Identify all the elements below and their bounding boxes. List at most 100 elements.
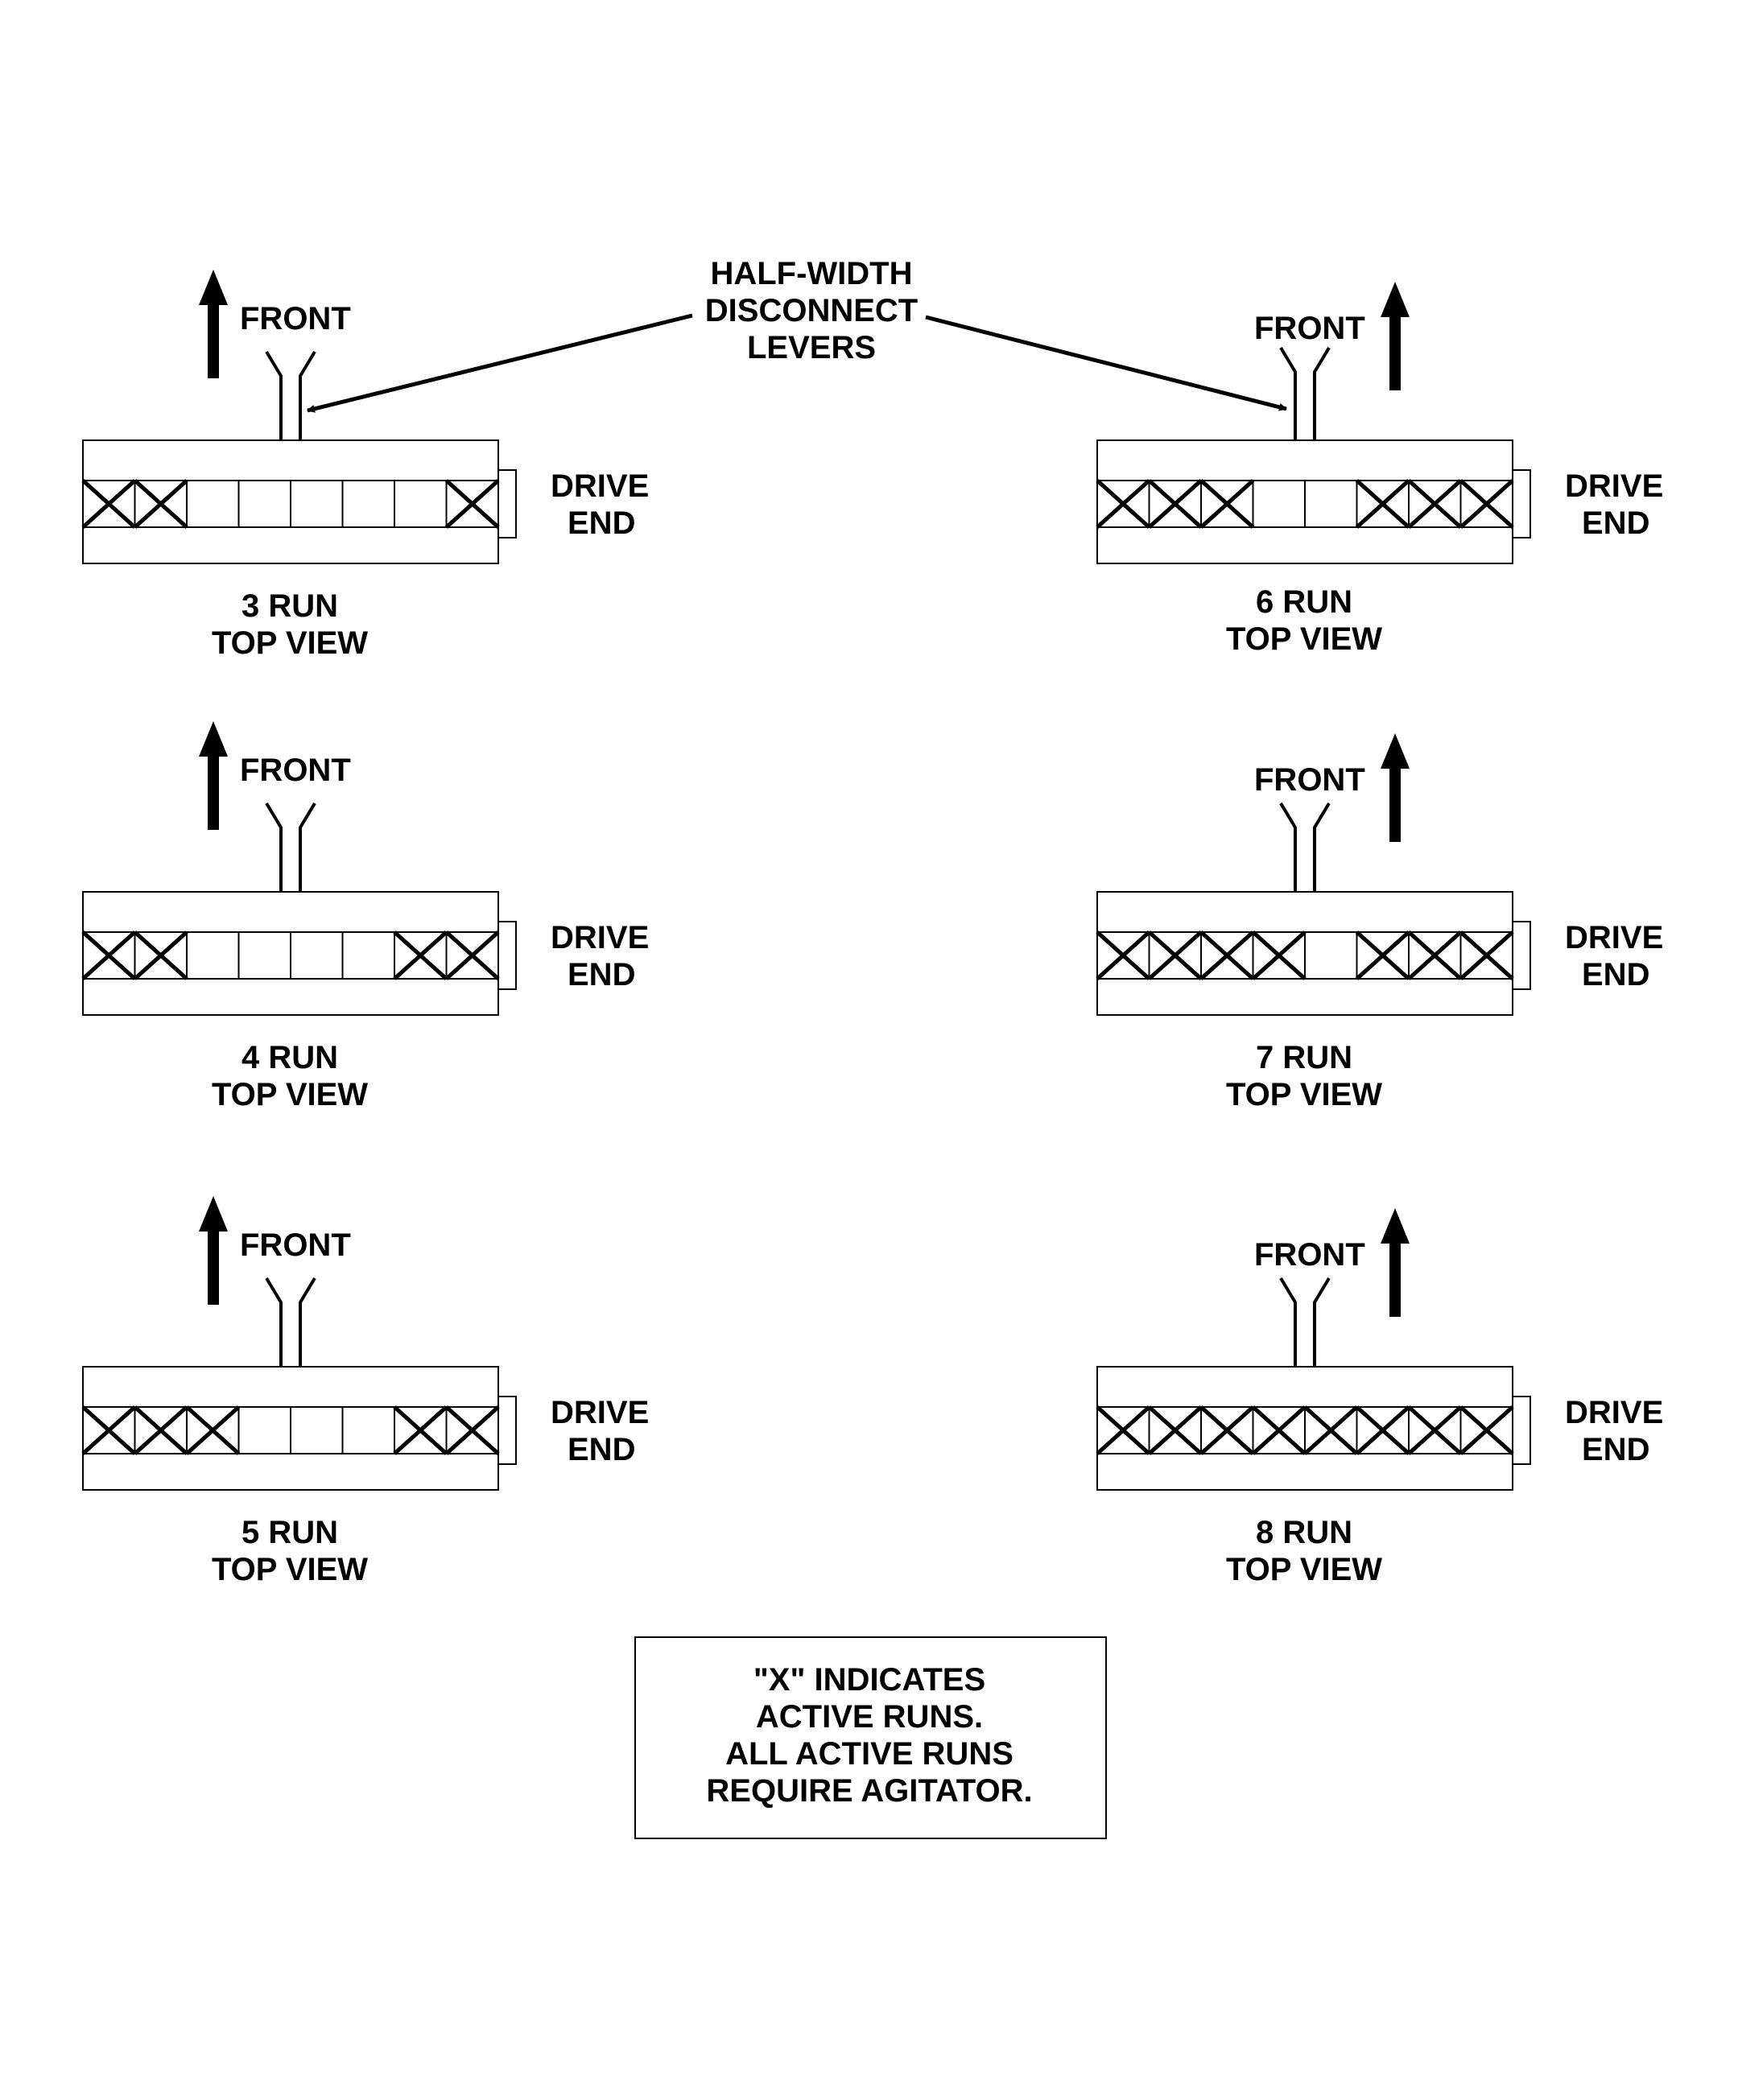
front-arrow-icon xyxy=(199,270,228,378)
active-run-x-mark xyxy=(1096,930,1151,980)
run-cell-border xyxy=(1304,931,1358,980)
active-run-x-mark xyxy=(133,930,188,980)
run-cell-7 xyxy=(394,480,448,528)
run-cell-3 xyxy=(1199,1405,1255,1455)
run-cell-border xyxy=(237,1406,291,1454)
run-cell-6 xyxy=(341,931,395,980)
run-cell-border xyxy=(290,1406,344,1454)
configuration-title-line-1: 4 RUN xyxy=(242,1040,338,1075)
run-cell-1 xyxy=(1096,479,1151,529)
active-run-x-mark xyxy=(1251,930,1307,980)
run-cell-2 xyxy=(133,479,188,529)
front-arrow-icon xyxy=(199,721,228,830)
drive-end-housing xyxy=(497,1396,517,1465)
active-run-x-mark xyxy=(81,479,137,529)
front-arrow-shaft xyxy=(1389,314,1401,390)
drive-end-housing xyxy=(1512,1396,1531,1465)
front-arrow-head xyxy=(1381,282,1410,317)
active-run-x-mark xyxy=(393,1405,448,1455)
run-cell-3 xyxy=(1199,479,1255,529)
run-cell-3 xyxy=(186,480,240,528)
run-cell-border xyxy=(341,1406,395,1454)
run-cell-4 xyxy=(1252,480,1306,528)
active-run-x-mark xyxy=(1303,1405,1359,1455)
run-cell-8 xyxy=(1459,930,1514,980)
configuration-title-line-1: 6 RUN xyxy=(1256,584,1352,620)
run-cell-3 xyxy=(186,931,240,980)
note-line-3: ALL ACTIVE RUNS xyxy=(725,1736,1013,1772)
run-cell-1 xyxy=(1096,1405,1151,1455)
front-label: FRONT xyxy=(1254,1237,1365,1273)
drive-end-label-line-2: END xyxy=(568,957,635,992)
active-run-x-mark xyxy=(1096,1405,1151,1455)
run-cell-border xyxy=(290,931,344,980)
active-run-x-mark xyxy=(444,479,500,529)
active-run-x-mark xyxy=(444,1405,500,1455)
run-cell-border xyxy=(1252,480,1306,528)
active-run-x-mark xyxy=(185,1405,241,1455)
lever-left-prong xyxy=(1279,802,1297,892)
configuration-title-line-1: 7 RUN xyxy=(1256,1040,1352,1075)
disconnect-lever xyxy=(1279,1277,1331,1367)
note-line-4: REQUIRE AGITATOR. xyxy=(706,1773,1032,1809)
configuration-title-line-2: TOP VIEW xyxy=(212,625,368,661)
run-cell-7 xyxy=(393,1405,448,1455)
active-run-x-mark xyxy=(133,1405,188,1455)
note-line-2: ACTIVE RUNS. xyxy=(756,1699,983,1735)
run-cell-3 xyxy=(1199,930,1255,980)
run-cell-border xyxy=(237,931,291,980)
active-run-x-mark xyxy=(1199,1405,1255,1455)
lever-right-prong xyxy=(299,350,316,440)
run-cell-border xyxy=(186,931,240,980)
front-label: FRONT xyxy=(240,753,351,788)
callout-leader-left xyxy=(307,313,693,413)
active-run-x-mark xyxy=(393,930,448,980)
drive-end-label-line-1: DRIVE xyxy=(1565,920,1663,955)
legend-note-border xyxy=(634,1636,1107,1839)
legend-note-box: "X" INDICATES ACTIVE RUNS. ALL ACTIVE RU… xyxy=(634,1636,1107,1839)
disconnect-lever xyxy=(1279,802,1331,892)
run-cell-2 xyxy=(133,930,188,980)
run-cell-1 xyxy=(1096,930,1151,980)
run-cell-4 xyxy=(237,480,291,528)
drive-end-label-line-2: END xyxy=(568,505,635,541)
drive-end-label-line-2: END xyxy=(1582,957,1649,992)
run-cell-7 xyxy=(393,930,448,980)
run-cell-4 xyxy=(1251,1405,1307,1455)
configuration-title-line-2: TOP VIEW xyxy=(1226,621,1382,657)
active-run-x-mark xyxy=(1407,479,1463,529)
run-cell-2 xyxy=(1147,479,1203,529)
run-cell-4 xyxy=(1251,930,1307,980)
lever-right-prong xyxy=(299,802,316,892)
configuration-title-line-2: TOP VIEW xyxy=(1226,1552,1382,1587)
front-arrow-head xyxy=(199,270,228,305)
front-arrow-head xyxy=(1381,1208,1410,1244)
disconnect-lever xyxy=(265,802,316,892)
drive-end-label-line-1: DRIVE xyxy=(551,920,649,955)
active-run-x-mark xyxy=(1147,479,1203,529)
front-arrow-icon xyxy=(199,1196,228,1305)
run-cell-border xyxy=(1304,480,1358,528)
drive-end-label-line-2: END xyxy=(568,1432,635,1467)
run-cell-5 xyxy=(1304,931,1358,980)
run-cell-5 xyxy=(290,480,344,528)
drive-end-housing xyxy=(497,921,517,990)
run-cell-7 xyxy=(1407,930,1463,980)
front-arrow-icon xyxy=(1381,282,1410,390)
front-label: FRONT xyxy=(1254,311,1365,346)
drive-end-label-line-2: END xyxy=(1582,1432,1649,1467)
configuration-title-line-1: 5 RUN xyxy=(242,1515,338,1550)
run-cell-border xyxy=(341,931,395,980)
run-cell-border xyxy=(290,480,344,528)
active-run-x-mark xyxy=(1199,479,1255,529)
active-run-x-mark xyxy=(1147,1405,1203,1455)
active-run-x-mark xyxy=(1147,930,1203,980)
active-run-x-mark xyxy=(1355,1405,1410,1455)
configuration-title-line-1: 8 RUN xyxy=(1256,1515,1352,1550)
active-run-x-mark xyxy=(1251,1405,1307,1455)
